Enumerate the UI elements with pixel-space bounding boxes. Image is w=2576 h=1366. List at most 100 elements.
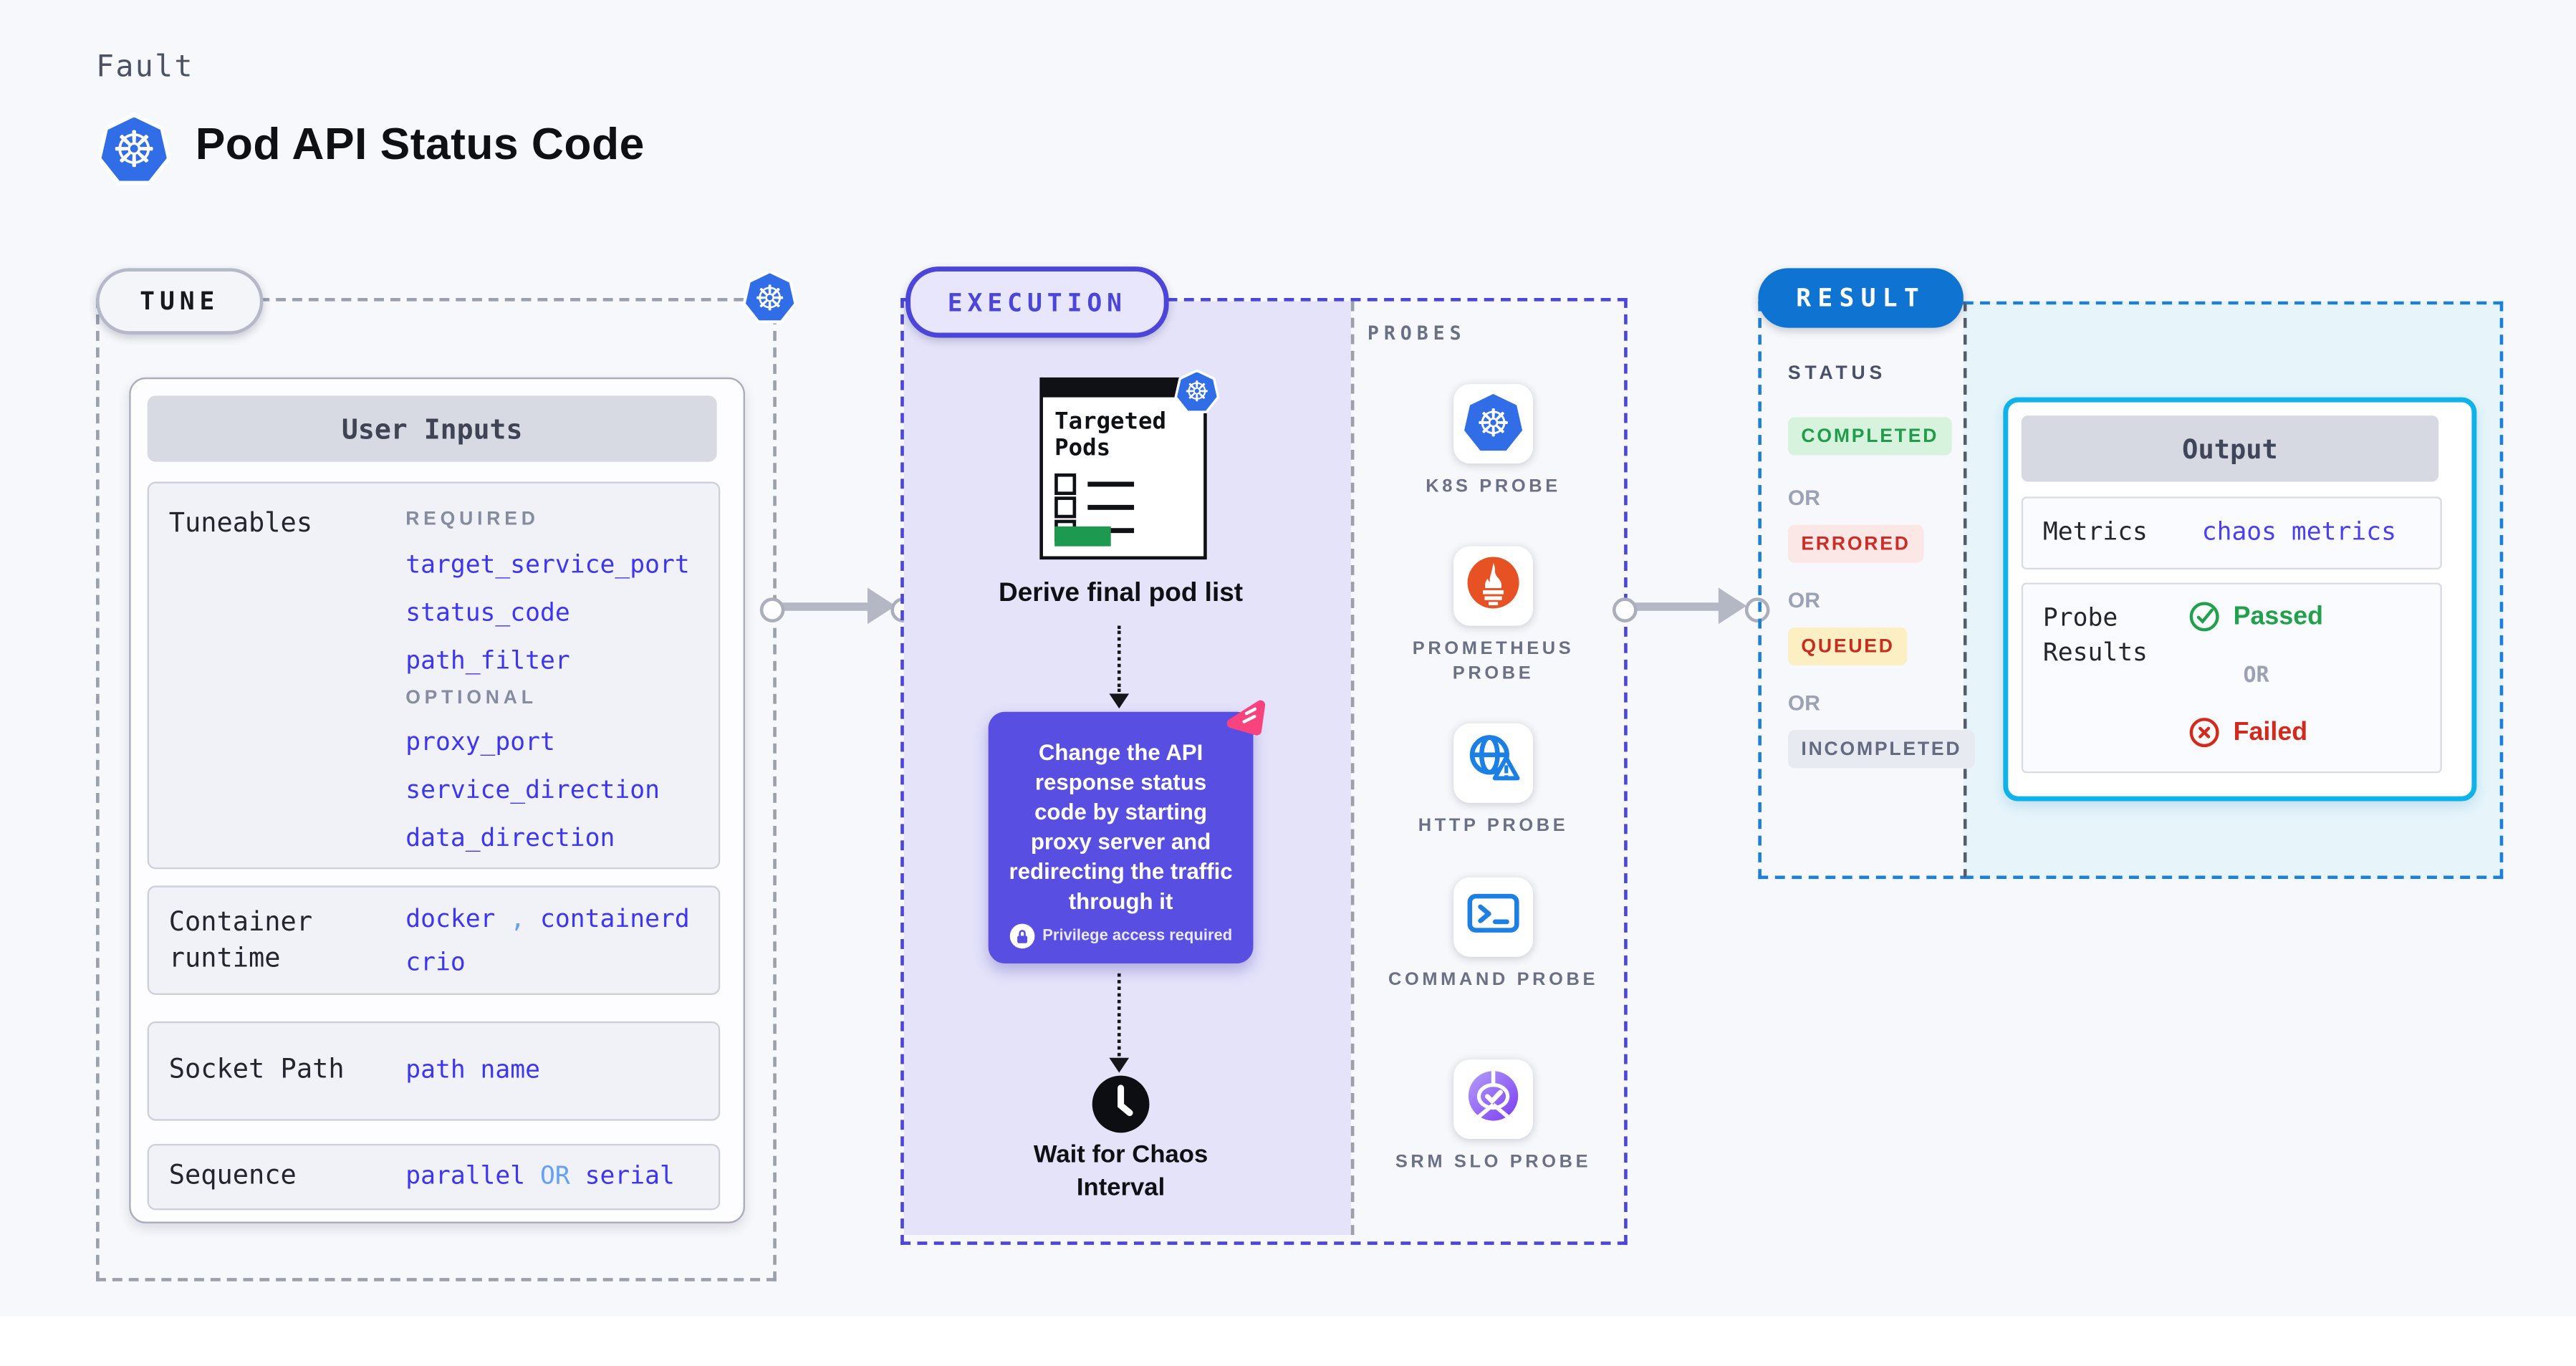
output-header: Output — [2021, 415, 2439, 482]
terminal-icon — [1465, 885, 1522, 949]
status-badge: COMPLETED — [1787, 417, 1952, 456]
status-badge: ERRORED — [1787, 524, 1924, 563]
probe-label: HTTP PROBE — [1418, 816, 1569, 837]
prometheus-probe-card — [1453, 546, 1534, 626]
kubernetes-icon: ☸ — [96, 112, 172, 188]
user-inputs-header: User Inputs — [147, 395, 717, 462]
failed-label: Failed — [2233, 717, 2308, 746]
status-badge: INCOMPLETED — [1787, 730, 1975, 769]
socket-path-value: path name — [405, 1054, 541, 1084]
tune-pill: TUNE — [96, 268, 264, 335]
runtime-containerd: containerd — [540, 903, 690, 934]
kubernetes-icon: ☸ — [741, 269, 798, 327]
metrics-row: Metrics chaos metrics — [2021, 496, 2442, 570]
sequence-serial: serial — [585, 1160, 675, 1191]
probe-label: K8S PROBE — [1426, 476, 1561, 497]
probe-label: SRM SLO PROBE — [1395, 1152, 1592, 1173]
tuneable-optional-1: service_direction — [405, 774, 660, 805]
status-badge: QUEUED — [1787, 627, 1908, 666]
metrics-value: chaos metrics — [2201, 516, 2397, 547]
runtime-separator: , — [510, 903, 526, 934]
probe-results-row: Probe Results Passed OR Failed — [2021, 582, 2442, 774]
privilege-label: Privilege access required — [1042, 927, 1233, 946]
fault-kicker: Fault — [96, 49, 194, 85]
metrics-label: Metrics — [2042, 516, 2148, 547]
passed-label: Passed — [2233, 602, 2324, 630]
x-circle-icon — [2188, 717, 2220, 749]
arrow-head-icon — [1718, 587, 1747, 625]
socket-path-row: Socket Path path name — [147, 1021, 721, 1121]
runtime-crio: crio — [405, 946, 466, 977]
http-probe-card — [1453, 723, 1534, 803]
tuneable-required-1: status_code — [405, 597, 570, 627]
tune-to-execution-arrow — [774, 602, 871, 610]
arrow-head-icon — [1109, 693, 1130, 709]
check-circle-icon — [2188, 601, 2220, 633]
tuneable-required-2: path_filter — [405, 645, 570, 675]
passed-result: Passed — [2188, 601, 2323, 633]
connector-dot — [1744, 597, 1770, 622]
probe-label: COMMAND PROBE — [1388, 970, 1599, 991]
tuneable-optional-2: data_direction — [405, 822, 615, 853]
kubernetes-icon: ☸ — [1464, 394, 1523, 453]
http-globe-icon — [1464, 729, 1523, 797]
user-inputs-card: User Inputs Tuneables REQUIRED target_se… — [129, 377, 745, 1223]
srm-slo-probe-card — [1453, 1059, 1534, 1140]
page-title: Pod API Status Code — [195, 119, 645, 169]
container-runtime-row: Container runtime docker , containerd cr… — [147, 885, 721, 995]
or-separator: OR — [2243, 663, 2269, 689]
sequence-or: OR — [540, 1160, 570, 1191]
execution-section-box — [900, 297, 1628, 1245]
sequence-parallel: parallel — [405, 1160, 526, 1191]
derive-pod-list-label: Derive final pod list — [999, 579, 1244, 608]
command-probe-card — [1453, 877, 1534, 957]
container-runtime-label: Container runtime — [168, 905, 313, 973]
or-separator: OR — [1787, 587, 1820, 613]
bottom-strip — [0, 1316, 2576, 1366]
required-label: REQUIRED — [405, 509, 539, 530]
probe-results-label: Probe Results — [2042, 602, 2148, 668]
prometheus-icon — [1465, 554, 1522, 618]
clock-icon — [1091, 1074, 1150, 1134]
kubernetes-icon: ☸ — [1174, 369, 1221, 415]
arrow-head-icon — [1109, 1057, 1130, 1073]
lock-icon — [1009, 923, 1034, 949]
tuneables-label: Tuneables — [168, 506, 313, 539]
or-separator: OR — [1787, 485, 1820, 510]
output-card: Output Metrics chaos metrics Probe Resul… — [2003, 397, 2477, 802]
execution-to-result-arrow — [1630, 602, 1722, 610]
container-runtime-values: docker , containerd — [405, 904, 690, 934]
probes-divider — [1350, 301, 1355, 1236]
dotted-connector — [1117, 973, 1121, 1057]
status-header: STATUS — [1787, 364, 1886, 385]
probes-header: PROBES — [1367, 321, 1466, 345]
doc-list-item — [1054, 496, 1135, 519]
runtime-docker: docker — [405, 903, 496, 934]
connector-dot — [1612, 597, 1638, 622]
failed-result: Failed — [2188, 717, 2307, 749]
tuneables-row: Tuneables REQUIRED target_service_port s… — [147, 481, 721, 870]
sequence-label: Sequence — [168, 1158, 297, 1191]
wait-chaos-interval-label: Wait for Chaos Interval — [1033, 1140, 1208, 1202]
chaos-fault-icon — [1221, 691, 1271, 741]
callout-text: Change the API response status code by s… — [1009, 740, 1233, 914]
k8s-probe-card: ☸ — [1453, 384, 1534, 464]
doc-list-item — [1054, 473, 1135, 496]
probe-label: PROMETHEUS PROBE — [1412, 639, 1575, 683]
or-separator: OR — [1787, 690, 1820, 716]
execution-pill: EXECUTION — [905, 266, 1169, 338]
targeted-pods-label: Targeted Pods — [1054, 408, 1166, 462]
privilege-row: Privilege access required — [989, 923, 1254, 949]
tune-section-box — [96, 297, 777, 1281]
result-pill: RESULT — [1758, 268, 1964, 328]
tuneable-optional-0: proxy_port — [405, 726, 555, 757]
connector-dot — [759, 597, 785, 622]
fault-callout: Change the API response status code by s… — [988, 711, 1254, 964]
optional-label: OPTIONAL — [405, 688, 537, 709]
doc-green-bar — [1054, 526, 1111, 547]
tuneable-required-0: target_service_port — [405, 549, 690, 579]
dotted-connector — [1117, 625, 1121, 693]
slo-pie-icon — [1464, 1065, 1523, 1133]
sequence-row: Sequence parallel OR serial — [147, 1143, 721, 1211]
